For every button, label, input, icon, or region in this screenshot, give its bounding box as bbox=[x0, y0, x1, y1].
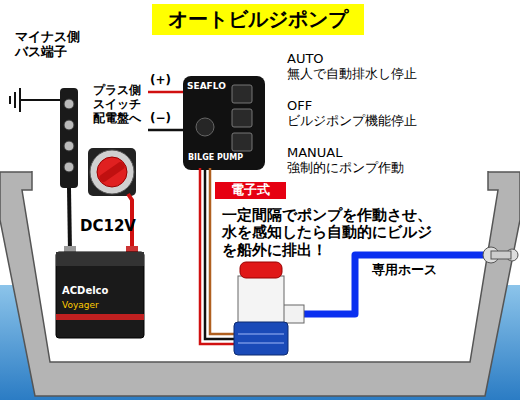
plus-wire bbox=[148, 91, 184, 94]
fuse-button bbox=[196, 118, 214, 136]
bus-screw bbox=[64, 99, 74, 109]
thru-hull-fitting bbox=[491, 251, 511, 259]
voltage-label: DC12V bbox=[80, 218, 136, 235]
mode-note: 強制的にポンプ作動 bbox=[287, 161, 404, 176]
label-holder: プラス側 スイッチ 配電盤へ bbox=[93, 84, 147, 125]
ground-symbol bbox=[19, 88, 21, 112]
switch-label: プラス側 スイッチ 配電盤へ bbox=[93, 84, 147, 125]
mode-note: ビルジポンプ機能停止 bbox=[287, 114, 417, 129]
brand-label: SEAFLO bbox=[187, 81, 226, 91]
mode-name: OFF bbox=[287, 99, 312, 114]
battery-body bbox=[56, 252, 144, 338]
mode-note: 無人で自動排水し停止 bbox=[287, 67, 417, 82]
minus-wire bbox=[148, 129, 184, 132]
bus-screw bbox=[64, 141, 74, 151]
pump-outlet bbox=[282, 305, 304, 323]
label-holder: マイナス側 バス端子 bbox=[15, 30, 85, 60]
battery-stripe bbox=[56, 314, 144, 320]
pump-strainer bbox=[238, 342, 284, 344]
label-holder: MANUAL bbox=[287, 146, 343, 161]
label-holder: BILGE PUMP bbox=[188, 153, 243, 162]
label-holder: 強制的にポンプ作動 bbox=[287, 161, 404, 176]
mode-name: MANUAL bbox=[287, 146, 343, 161]
label-holder: ビルジポンプ機能停止 bbox=[287, 114, 417, 129]
switch-dial bbox=[90, 150, 134, 194]
label-holder: (+) bbox=[150, 74, 171, 88]
bus-label: マイナス側 バス端子 bbox=[15, 30, 85, 60]
label-holder: SEAFLO bbox=[187, 81, 226, 91]
mode-name: AUTO bbox=[287, 52, 324, 67]
banner-box: 電子式 bbox=[215, 182, 286, 199]
negative-cable bbox=[69, 188, 70, 252]
pump-base bbox=[234, 322, 288, 355]
bus-screw bbox=[64, 120, 74, 130]
ground-wire bbox=[20, 99, 60, 101]
ground-symbol bbox=[9, 96, 11, 104]
description-note: 一定間隔でポンプを作動させ、 水を感知したら自動的にビルジ を船外に排出！ bbox=[222, 207, 438, 259]
label-holder: 専用ホース bbox=[372, 263, 437, 278]
battery-brand: ACDelco bbox=[62, 285, 108, 297]
label-holder: 無人で自動排水し停止 bbox=[287, 67, 417, 82]
title-box: オートビルジポンプ bbox=[152, 4, 364, 35]
banner-text: 電子式 bbox=[231, 183, 270, 198]
ground-symbol bbox=[14, 92, 16, 108]
label-holder: 一定間隔でポンプを作動させ、 水を感知したら自動的にビルジ を船外に排出！ bbox=[222, 207, 438, 259]
label-holder: OFF bbox=[287, 99, 312, 114]
switch-panel bbox=[183, 76, 265, 170]
discharge-hose bbox=[300, 255, 490, 314]
pump-strainer bbox=[238, 333, 284, 335]
battery-model: Voyager bbox=[62, 300, 99, 310]
bus-screw bbox=[64, 162, 74, 172]
label-holder: AUTO bbox=[287, 52, 324, 67]
bus-bar bbox=[60, 88, 78, 188]
switch-handle bbox=[98, 161, 126, 184]
polarity-label: (−) bbox=[150, 112, 171, 126]
switch-knob bbox=[97, 157, 127, 187]
label-holder: Voyager bbox=[62, 300, 99, 310]
battery-lid bbox=[56, 252, 144, 266]
label-holder: ACDelco bbox=[62, 285, 108, 297]
pump-cap bbox=[240, 262, 282, 278]
rocker-switch bbox=[232, 109, 252, 127]
switch-base bbox=[88, 148, 136, 196]
rocker-switch bbox=[232, 133, 252, 151]
label-holder: DC12V bbox=[80, 218, 136, 235]
rocker-switch bbox=[232, 85, 252, 103]
title-text: オートビルジポンプ bbox=[168, 8, 348, 31]
pump-body bbox=[238, 276, 284, 324]
hose-label: 専用ホース bbox=[372, 263, 437, 278]
polarity-label: (+) bbox=[150, 74, 171, 88]
label-holder: (−) bbox=[150, 112, 171, 126]
panel-label: BILGE PUMP bbox=[188, 153, 243, 162]
